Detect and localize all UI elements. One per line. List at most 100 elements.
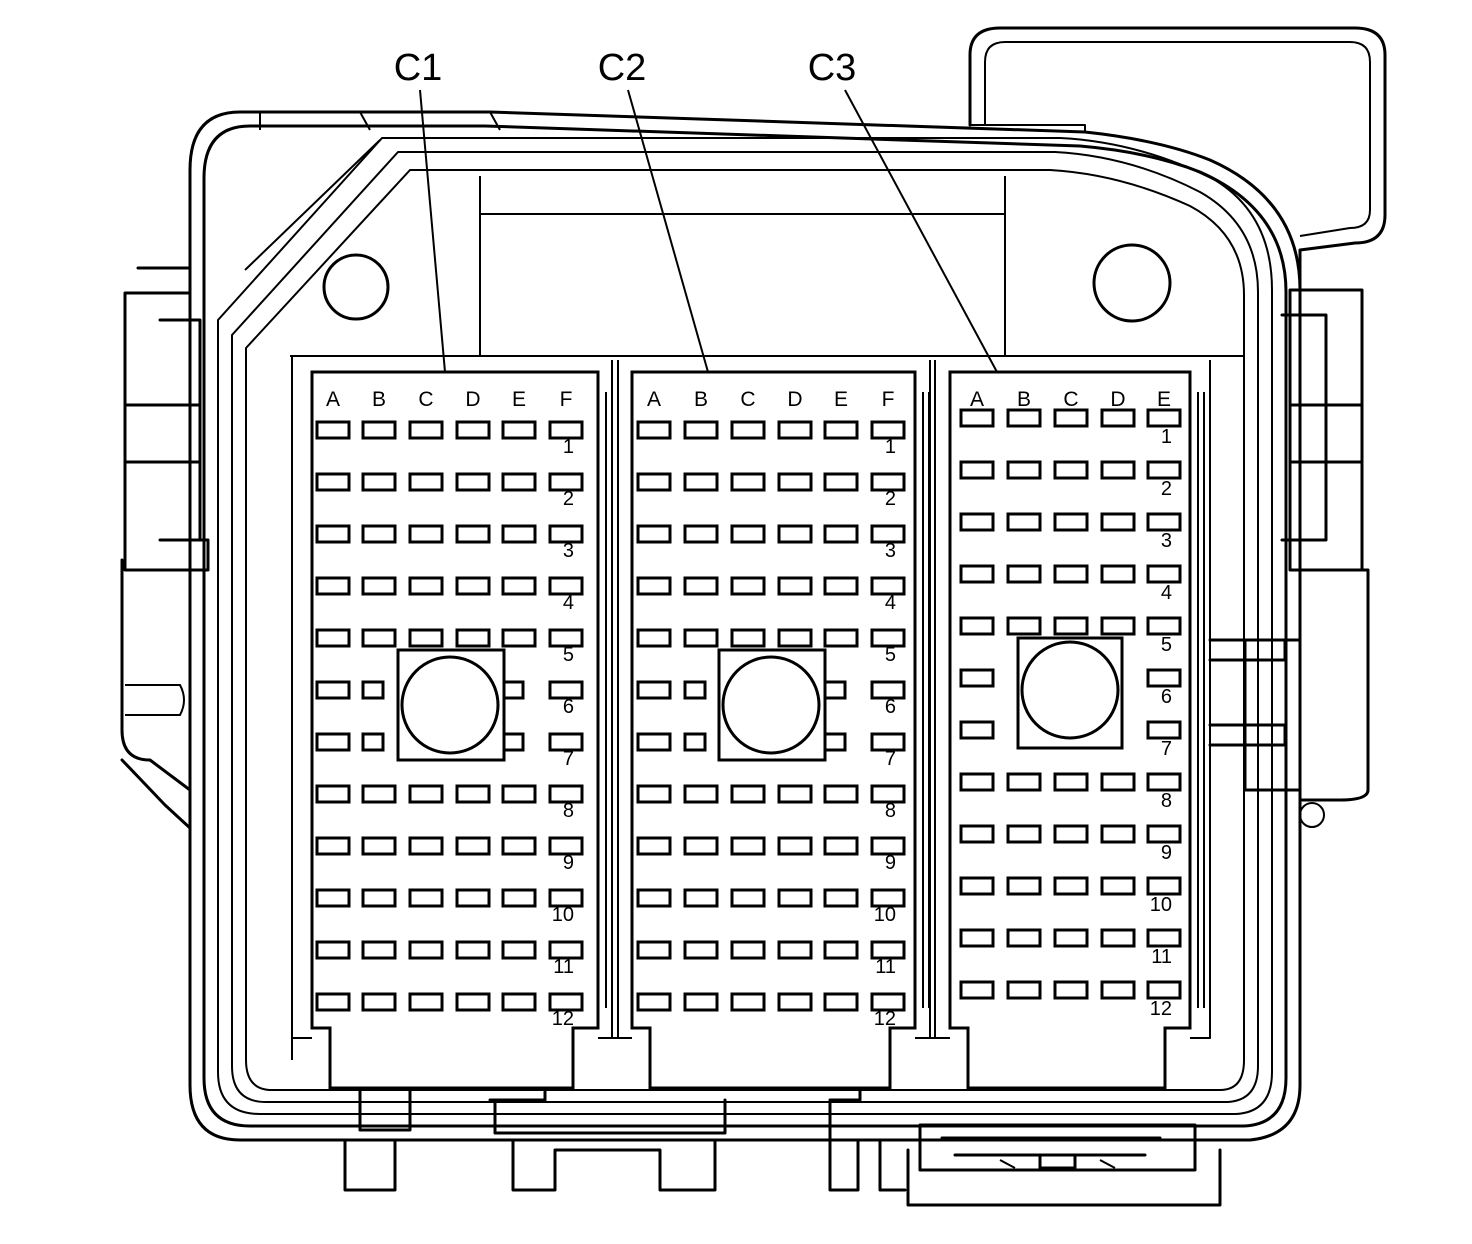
pin-cavity: [870, 576, 906, 596]
row-label: 11: [553, 956, 574, 978]
row-label: 6: [885, 696, 896, 718]
pin-cavity: [548, 732, 584, 752]
column-label: B: [694, 388, 708, 411]
pin-cavity: [1053, 980, 1089, 1000]
center-boss: [717, 648, 827, 762]
pin-cavity: [683, 836, 719, 856]
pin-cavity: [455, 628, 491, 648]
pin-cavity: [455, 940, 491, 960]
pin-cavity: [1053, 772, 1089, 792]
pin-cavity: [1146, 824, 1182, 844]
center-bolt-hole: [400, 655, 500, 755]
row-label: 1: [563, 436, 574, 458]
guide-rail: [1197, 392, 1205, 1008]
pin-cavity: [548, 992, 584, 1012]
pin-cavity: [408, 836, 444, 856]
pin-cavity: [315, 732, 351, 752]
pin-cavity: [455, 524, 491, 544]
pin-cavity: [823, 940, 859, 960]
pin-cavity: [1053, 928, 1089, 948]
pin-cavity: [959, 564, 995, 584]
pin-cavity: [361, 576, 397, 596]
row-label: 3: [1161, 530, 1172, 552]
pin-cavity: [777, 576, 813, 596]
pin-cavity: [408, 472, 444, 492]
row-label: 5: [1161, 634, 1172, 656]
pin-cavity: [1146, 928, 1182, 948]
pin-cavity: [683, 680, 707, 700]
pin-cavity: [959, 460, 995, 480]
pin-cavity: [361, 992, 397, 1012]
pin-cavity: [636, 576, 672, 596]
pin-cavity: [361, 836, 397, 856]
row-label: 4: [563, 592, 574, 614]
callout-leader-line: [844, 89, 998, 373]
pin-cavity: [1006, 772, 1042, 792]
pin-cavity: [315, 680, 351, 700]
pin-cavity: [730, 940, 766, 960]
pin-cavity: [683, 420, 719, 440]
pin-cavity: [1100, 772, 1136, 792]
pin-cavity: [1006, 408, 1042, 428]
pin-cavity: [315, 784, 351, 804]
pin-cavity: [501, 784, 537, 804]
guide-rail: [922, 392, 930, 1008]
pin-cavity: [1053, 824, 1089, 844]
pin-cavity: [730, 576, 766, 596]
row-label: 3: [885, 540, 896, 562]
pin-cavity: [823, 524, 859, 544]
pin-cavity: [455, 888, 491, 908]
pin-cavity: [777, 888, 813, 908]
pin-cavity: [1053, 876, 1089, 896]
pin-cavity: [548, 472, 584, 492]
pin-cavity: [636, 940, 672, 960]
row-label: 4: [885, 592, 896, 614]
pin-cavity: [823, 784, 859, 804]
pin-cavity: [777, 524, 813, 544]
pin-cavity: [1146, 980, 1182, 1000]
row-label: 2: [885, 488, 896, 510]
pin-cavity: [455, 472, 491, 492]
pin-cavity: [1100, 408, 1136, 428]
column-label: C: [1063, 388, 1078, 411]
center-bolt-hole: [721, 655, 821, 755]
pin-cavity: [501, 628, 537, 648]
pin-cavity: [501, 992, 537, 1012]
pin-cavity: [823, 992, 859, 1012]
pin-cavity: [777, 472, 813, 492]
row-label: 1: [1161, 426, 1172, 448]
row-label: 8: [1161, 790, 1172, 812]
pin-cavity: [870, 524, 906, 544]
pin-cavity: [501, 420, 537, 440]
pin-cavity: [636, 888, 672, 908]
pin-cavity: [1100, 980, 1136, 1000]
pin-cavity: [501, 732, 525, 752]
pin-cavity: [636, 836, 672, 856]
pin-cavity: [408, 524, 444, 544]
pin-cavity: [1146, 668, 1182, 688]
column-label: C: [740, 388, 755, 411]
pin-cavity: [1146, 720, 1182, 740]
pin-cavity: [959, 616, 995, 636]
pin-cavity: [730, 888, 766, 908]
pin-cavity: [870, 836, 906, 856]
row-label: 12: [874, 1008, 896, 1030]
pin-cavity: [1100, 928, 1136, 948]
pin-cavity: [823, 628, 859, 648]
connector-shroud: [929, 360, 1211, 1039]
row-label: 10: [874, 904, 896, 926]
pin-cavity: [636, 628, 672, 648]
pin-cavity: [1006, 564, 1042, 584]
pin-cavity: [730, 524, 766, 544]
row-label: 3: [563, 540, 574, 562]
pin-cavity: [501, 524, 537, 544]
column-label: A: [326, 388, 340, 411]
pin-cavity: [959, 772, 995, 792]
pin-cavity: [823, 836, 859, 856]
column-label: D: [1110, 388, 1125, 411]
column-label: B: [1017, 388, 1031, 411]
pin-cavity: [1053, 512, 1089, 532]
